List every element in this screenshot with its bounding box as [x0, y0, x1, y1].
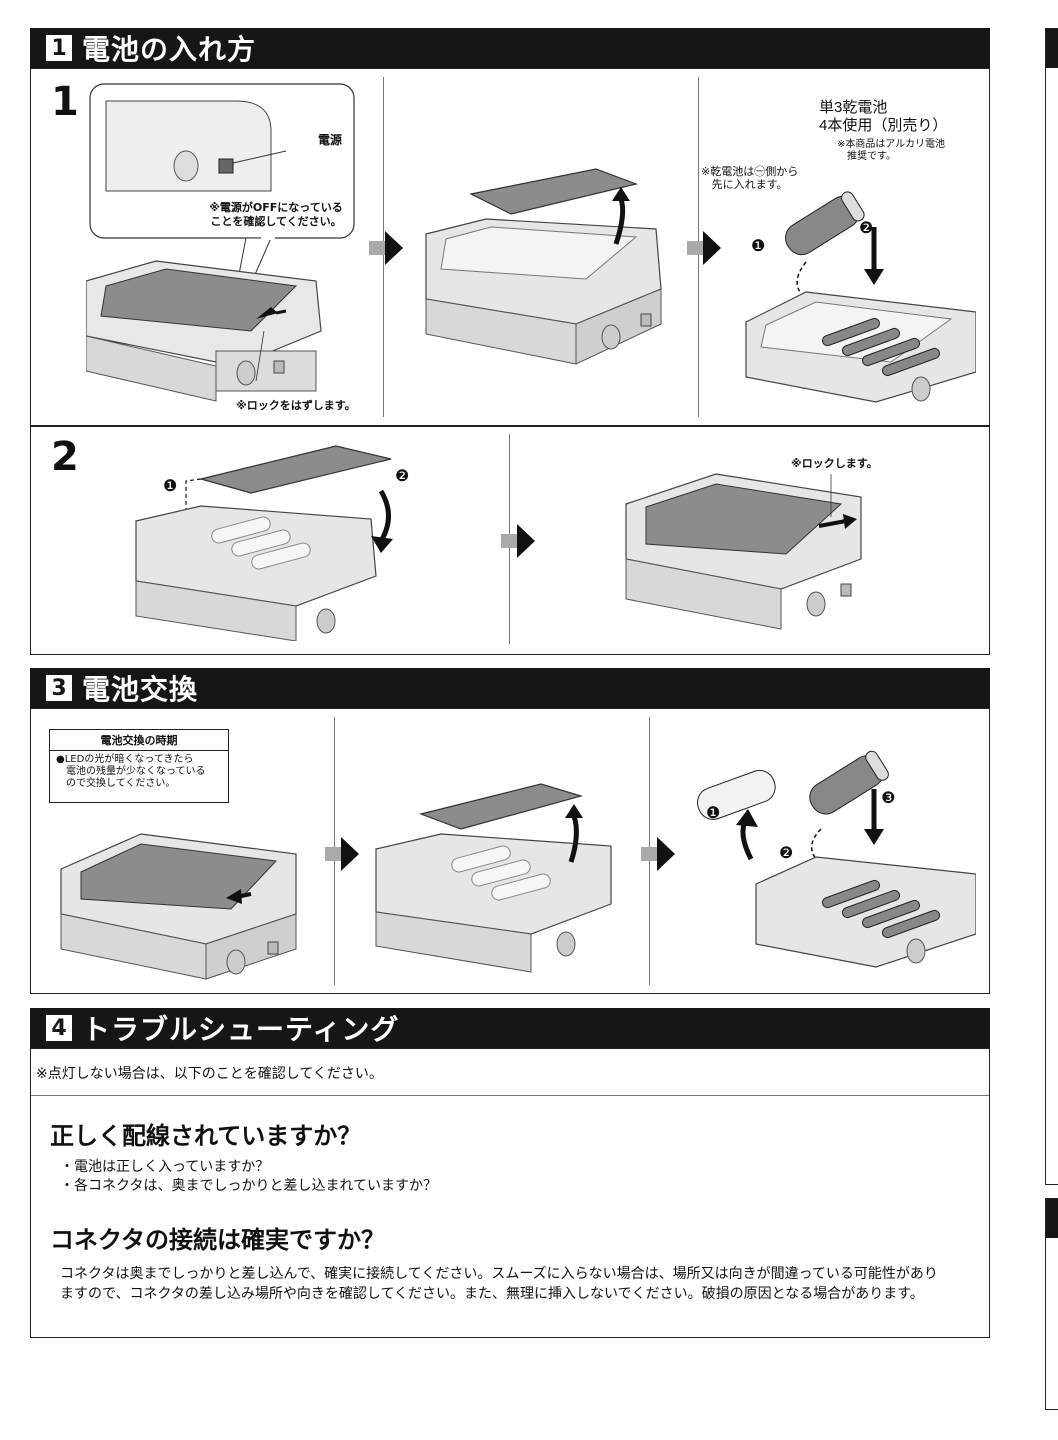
question-connector: コネクタの接続は確実ですか？ — [50, 1226, 386, 1254]
section-1-header: 1 電池の入れ方 — [30, 28, 990, 68]
step-2-label: 2 — [51, 434, 79, 480]
section-4-header: 4 トラブルシューティング — [30, 1008, 990, 1048]
battery-replacement-period-box: 電池交換の時期 ●LEDの光が暗くなってきたら 電池の残量が少なくなっている の… — [49, 729, 229, 803]
section-1-panel: 1 2 電源 ※電源がOFFになっている ことを確認してください。 ※ロックをは… — [30, 68, 990, 655]
battery-type-label: 単3乾電池 4本使用（別売り） — [819, 99, 948, 134]
battery-box-locked-illustration — [625, 473, 862, 630]
unlock-note: ※ロックをはずします。 — [236, 399, 356, 412]
battery-box-closed-with-callout-illustration — [86, 83, 355, 402]
section-4-panel — [30, 1048, 990, 1338]
row-divider — [31, 425, 989, 427]
period-box-body: ●LEDの光が暗くなってきたら 電池の残量が少なくなっている ので交換してくださ… — [56, 754, 206, 789]
adjacent-page-frame — [1045, 28, 1058, 1185]
adjacent-page-header-bar — [1045, 28, 1058, 68]
battery-insertion-illustration — [745, 191, 976, 403]
section-3-number: 3 — [46, 675, 72, 701]
section-1-number: 1 — [46, 35, 72, 61]
marker-two: ❷ — [395, 466, 410, 485]
marker-three: ❸ — [881, 788, 896, 807]
alkaline-recommend-note: ※本商品はアルカリ電池 推奨です。 — [837, 139, 945, 162]
power-off-note: ※電源がOFFになっている ことを確認してください。 — [209, 201, 343, 228]
note-divider — [31, 1095, 989, 1096]
section-1-title: 電池の入れ方 — [82, 33, 257, 66]
battery-replacement-illustration — [697, 750, 976, 968]
battery-box-lid-lifted-illustration — [425, 168, 662, 365]
battery-box-lid-closing-illustration — [135, 445, 393, 641]
section-3-title: 電池交換 — [82, 673, 199, 706]
question-wiring: 正しく配線されていますか？ — [50, 1122, 362, 1150]
step-1-label: 1 — [51, 79, 79, 125]
marker-one: ❶ — [163, 476, 178, 495]
marker-one: ❶ — [751, 236, 766, 255]
connector-advice-paragraph: コネクタは奥までしっかりと差し込んで、確実に接続してください。スムーズに入らない… — [60, 1266, 938, 1302]
next-step-arrow-icon — [369, 231, 403, 265]
check-item-battery: ・電池は正しく入っていますか？ — [60, 1159, 270, 1175]
section-4-title: トラブルシューティング — [82, 1013, 400, 1046]
marker-two: ❷ — [859, 218, 874, 237]
next-step-arrow-icon — [325, 837, 359, 871]
power-label: 電源 — [318, 133, 343, 147]
next-step-arrow-icon — [641, 837, 675, 871]
check-item-connector: ・各コネクタは、奥までしっかりと差し込まれていますか？ — [60, 1178, 438, 1194]
next-step-arrow-icon — [687, 231, 721, 265]
period-box-title: 電池交換の時期 — [50, 730, 228, 751]
section-3-header: 3 電池交換 — [30, 668, 990, 708]
troubleshooting-note: ※点灯しない場合は、以下のことを確認してください。 — [36, 1066, 383, 1082]
battery-box-closed-illustration — [60, 833, 297, 980]
battery-box-lid-lifted-illustration — [375, 783, 612, 973]
section-3-panel: 電池交換の時期 ●LEDの光が暗くなってきたら 電池の残量が少なくなっている の… — [30, 708, 990, 994]
adjacent-page-header-bar — [1045, 1198, 1058, 1238]
marker-one: ❶ — [706, 803, 721, 822]
adjacent-page-frame — [1045, 1198, 1058, 1410]
marker-two: ❷ — [779, 843, 794, 862]
next-step-arrow-icon — [501, 524, 535, 558]
section-4-number: 4 — [46, 1015, 72, 1041]
insert-minus-first-note: ※乾電池は㊀側から 先に入れます。 — [701, 165, 799, 191]
lock-note: ※ロックします。 — [791, 457, 878, 470]
